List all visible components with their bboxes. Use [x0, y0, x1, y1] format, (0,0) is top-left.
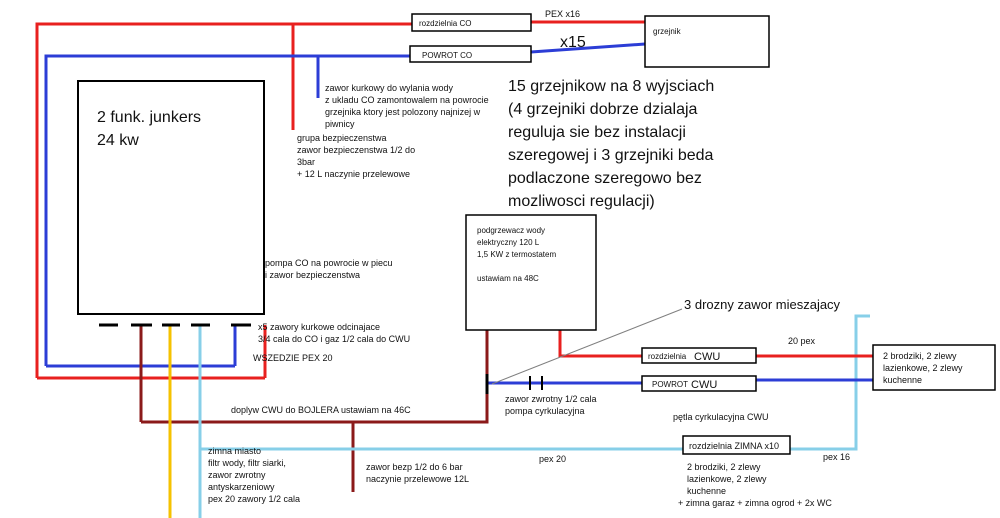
svg-text:zawor zwrotny: zawor zwrotny	[208, 470, 266, 480]
co-supply-pipe	[35, 20, 645, 380]
co-return-pipe	[44, 42, 646, 368]
rozdzielnia-zimna-label: rozdzielnia ZIMNA x10	[689, 441, 779, 451]
svg-text:mozliwosci regulacji): mozliwosci regulacji)	[508, 193, 655, 210]
grupa-bezpieczenstwa-note: grupa bezpieczenstwa zawor bezpieczenstw…	[297, 133, 415, 179]
svg-text:piwnicy: piwnicy	[325, 119, 355, 129]
svg-text:lazienkowe, 2 zlewy: lazienkowe, 2 zlewy	[687, 474, 767, 484]
fixtures-line-1: 2 brodziki, 2 zlewy	[883, 351, 957, 361]
rozdzielnia-co-box	[411, 13, 532, 32]
powrot-cwu-suffix: CWU	[691, 379, 717, 391]
svg-text:(4 grzejniki dobrze dzialaja: (4 grzejniki dobrze dzialaja	[508, 101, 698, 118]
zawor-kurkowy-note: zawor kurkowy do wylania wody z ukladu C…	[325, 83, 489, 129]
boiler-label-2: 24 kw	[97, 132, 139, 149]
fixtures-line-2: lazienkowe, 2 zlewy	[883, 363, 963, 373]
mixing-valve-pointer	[491, 308, 683, 385]
svg-text:pompa cyrkulacyjna: pompa cyrkulacyjna	[505, 406, 585, 416]
svg-text:i zawor bezpieczenstwa: i zawor bezpieczenstwa	[265, 270, 360, 280]
pompa-co-note: pompa CO na powrocie w piecu i zawor bez…	[265, 258, 393, 280]
svg-text:grzejnika ktory jest polozony: grzejnika ktory jest polozony najnizej w	[325, 107, 481, 117]
fixtures-bottom-note: 2 brodziki, 2 zlewy lazienkowe, 2 zlewy …	[678, 462, 832, 508]
svg-text:filtr wody, filtr siarki,: filtr wody, filtr siarki,	[208, 458, 286, 468]
pex20-right-label: 20 pex	[788, 336, 816, 346]
rozdzielnia-cwu-box	[641, 347, 757, 364]
water-heater-line-3: 1,5 KW z termostatem	[477, 250, 556, 259]
zimna-miasto-note: zimna miasto filtr wody, filtr siarki, z…	[208, 446, 300, 504]
svg-text:naczynie przelewowe 12L: naczynie przelewowe 12L	[366, 474, 469, 484]
shutoff-valves-note: x5 zawory kurkowe odcinajace 3/4 cala do…	[258, 322, 410, 344]
cwu-supply-pipe	[139, 325, 489, 492]
svg-text:antyskarzeniowy: antyskarzeniowy	[208, 482, 275, 492]
rozdzielnia-cwu-suffix: CWU	[694, 351, 720, 363]
svg-text:szeregowej i 3 grzejniki beda: szeregowej i 3 grzejniki beda	[508, 147, 714, 164]
svg-text:zawor zwrotny 1/2 cala: zawor zwrotny 1/2 cala	[505, 394, 597, 404]
svg-text:kuchenne: kuchenne	[687, 486, 726, 496]
rozdzielnia-cwu-prefix: rozdzielnia	[648, 352, 687, 361]
cold-water-pipe	[198, 314, 870, 518]
svg-text:pompa CO na powrocie w piecu: pompa CO na powrocie w piecu	[265, 258, 393, 268]
svg-text:zimna miasto: zimna miasto	[208, 446, 261, 456]
water-heater-line-1: podgrzewacz wody	[477, 226, 545, 235]
pex-x16-label: PEX x16	[545, 9, 580, 19]
rozdzielnia-co-label: rozdzielnia CO	[419, 19, 471, 28]
powrot-cwu-prefix: POWROT	[652, 380, 688, 389]
grzejnik-box	[644, 15, 770, 68]
svg-text:+ 12 L naczynie przelewowe: + 12 L naczynie przelewowe	[297, 169, 410, 179]
svg-text:3bar: 3bar	[297, 157, 315, 167]
svg-text:reguluja sie bez instalacji: reguluja sie bez instalacji	[508, 124, 686, 141]
rozdzielnia-zimna-box	[682, 435, 791, 455]
radiator-summary: 15 grzejnikow na 8 wyjsciach (4 grzejnik…	[508, 78, 714, 210]
svg-text:x5 zawory kurkowe odcinajace: x5 zawory kurkowe odcinajace	[258, 322, 380, 332]
boiler-label-1: 2 funk. junkers	[97, 109, 201, 126]
svg-text:z ukladu CO zamontowalem na po: z ukladu CO zamontowalem na powrocie	[325, 95, 489, 105]
pex20-bottom-label: pex 20	[539, 454, 566, 464]
water-heater-line-2: elektryczny 120 L	[477, 238, 540, 247]
svg-text:podlaczone szeregowo bez: podlaczone szeregowo bez	[508, 170, 702, 187]
pex16-bottom-label: pex 16	[823, 452, 850, 462]
grzejnik-label: grzejnik	[653, 27, 682, 36]
water-heater-box	[465, 214, 597, 331]
zawor-bezp-bottom-note: zawor bezp 1/2 do 6 bar naczynie przelew…	[366, 462, 469, 484]
fixtures-line-3: kuchenne	[883, 375, 922, 385]
check-valve-note: zawor zwrotny 1/2 cala pompa cyrkulacyjn…	[505, 394, 597, 416]
x15-label: x15	[560, 34, 586, 51]
boiler-box	[77, 80, 265, 315]
svg-text:zawor bezp 1/2 do 6 bar: zawor bezp 1/2 do 6 bar	[366, 462, 463, 472]
svg-text:grupa bezpieczenstwa: grupa bezpieczenstwa	[297, 133, 387, 143]
svg-text:3/4 cala do CO i gaz 1/2 cala: 3/4 cala do CO i gaz 1/2 cala do CWU	[258, 334, 410, 344]
water-heater-line-5: ustawiam na 48C	[477, 274, 539, 283]
svg-text:2 brodziki, 2 zlewy: 2 brodziki, 2 zlewy	[687, 462, 761, 472]
fixtures-box	[872, 344, 996, 391]
powrot-co-box	[409, 45, 532, 63]
cwu-hot-pipe	[558, 330, 873, 358]
wszedzie-pex-label: WSZEDZIE PEX 20	[253, 353, 333, 363]
svg-text:15 grzejnikow na 8 wyjsciach: 15 grzejnikow na 8 wyjsciach	[508, 78, 714, 95]
petla-cyrkulacyjna-label: pętla cyrkulacyjna CWU	[673, 412, 769, 422]
powrot-cwu-box	[641, 375, 757, 392]
mixing-valve-label: 3 drozny zawor mieszajacy	[684, 297, 841, 312]
svg-text:+ zimna garaz + zimna ogrod +: + zimna garaz + zimna ogrod + 2x WC	[678, 498, 832, 508]
svg-text:pex 20 zawory 1/2 cala: pex 20 zawory 1/2 cala	[208, 494, 300, 504]
powrot-co-label: POWROT CO	[422, 51, 472, 60]
doplyw-cwu-label: doplyw CWU do BOJLERA ustawiam na 46C	[231, 405, 411, 415]
svg-text:zawor bezpieczenstwa 1/2 do: zawor bezpieczenstwa 1/2 do	[297, 145, 415, 155]
cwu-return-pipe	[487, 378, 873, 385]
svg-text:zawor kurkowy do wylania wody: zawor kurkowy do wylania wody	[325, 83, 454, 93]
